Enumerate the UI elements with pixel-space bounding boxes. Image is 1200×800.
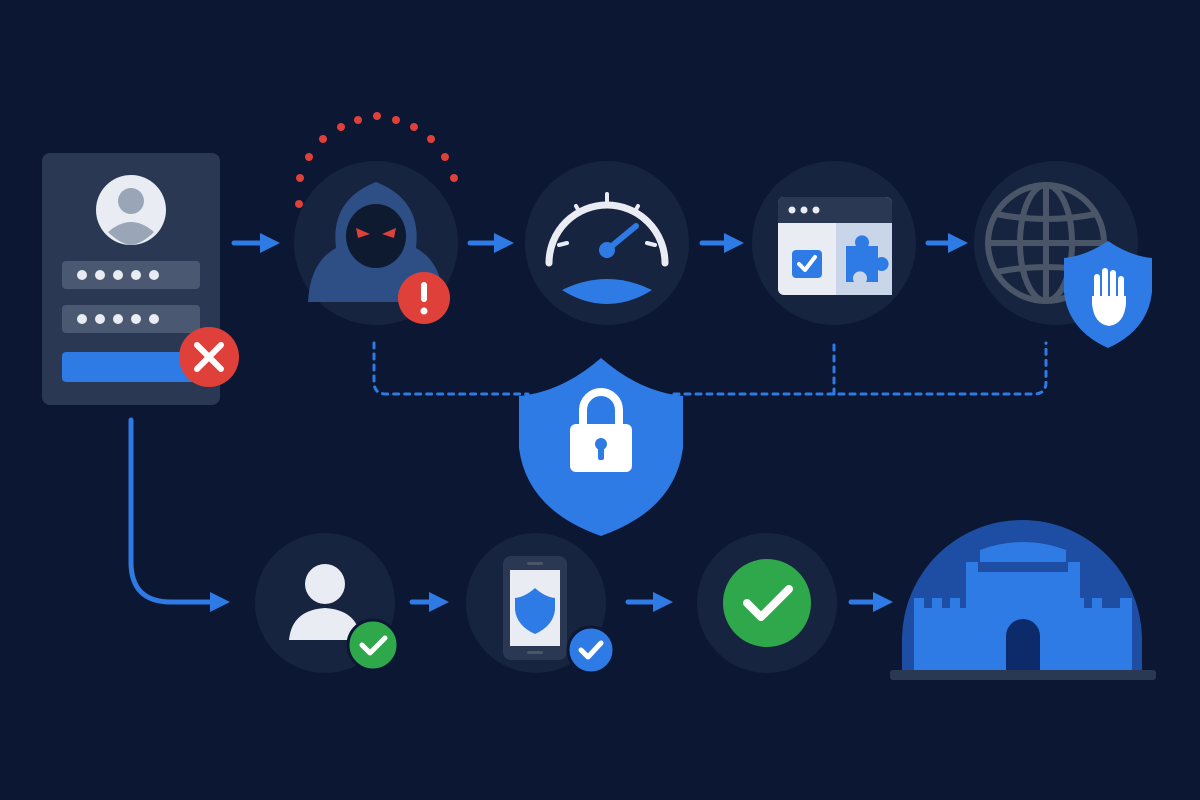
threat-dots-arc [295,112,458,208]
globe-icon [985,182,1107,304]
approved-node [697,533,837,673]
browser-check-node [752,161,916,325]
shield-lock-icon [519,358,683,536]
castle-ground [890,670,1156,680]
login-card [42,153,239,405]
user-avatar-icon [96,175,166,245]
password-field-2[interactable] [62,305,200,333]
check-badge-icon [566,625,616,675]
login-to-user-connector [128,417,230,612]
castle-icon [914,542,1132,672]
password-field-1[interactable] [62,261,200,289]
error-close-icon [179,327,239,387]
rate-limit-node [525,161,689,325]
phone-shield-icon [503,556,567,660]
castle-gate [1006,619,1040,672]
hooded-hacker-icon [308,182,444,302]
web-protection-node [974,161,1152,348]
attacker-node [294,112,458,325]
login-submit-button[interactable] [62,352,200,382]
dashed-connectors [372,341,1048,396]
browser-checkbox-puzzle-icon [778,197,892,295]
check-badge-icon [346,618,400,672]
alert-badge-icon [398,272,450,324]
secure-access-node [890,520,1156,680]
shield-hand-icon [1064,241,1152,348]
mobile-verification-node [466,533,616,675]
green-check-icon [723,559,811,647]
verified-user-node [255,533,400,673]
speedometer-icon [545,192,669,304]
user-icon [289,564,361,640]
